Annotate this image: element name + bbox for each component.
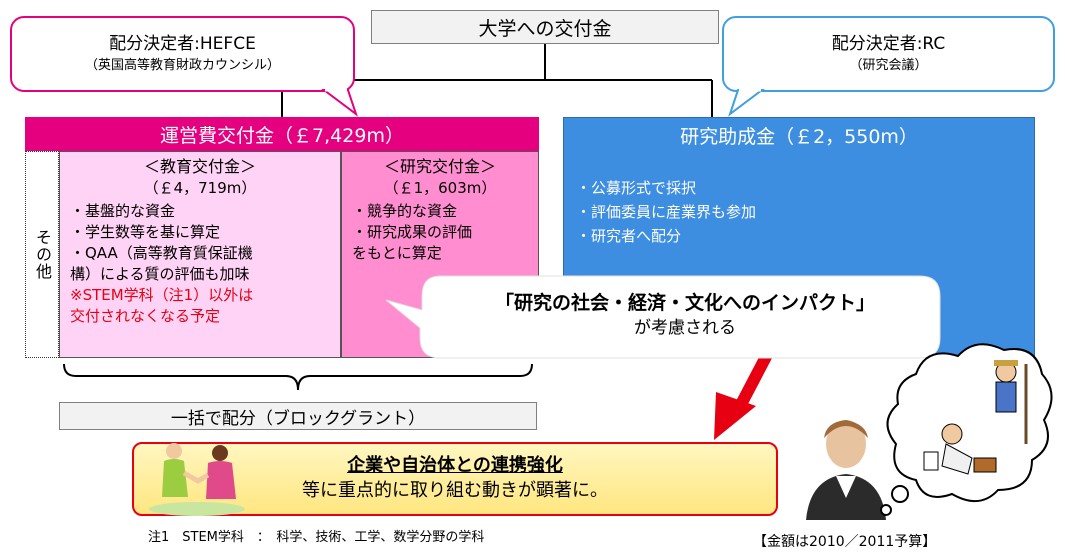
research-item: ・競争的な資金 (352, 202, 458, 220)
footnote: 注1 STEM学科 ： 科学、技術、工学、数学分野の学科 (148, 530, 485, 545)
university-grant-label: 大学への交付金 (478, 17, 612, 40)
funding-item: ・公募形式で採択 (576, 179, 697, 197)
hefce-callout-tail (321, 88, 358, 117)
brace (63, 363, 533, 391)
other-column: その他 (25, 151, 59, 358)
rc-callout-tail (728, 88, 765, 117)
hefce-title: 配分決定者:HEFCE (109, 34, 256, 54)
operating-grant-title: 運営費交付金（￡7,429m） (160, 124, 404, 147)
rc-title: 配分決定者:RC (831, 34, 946, 54)
impact-line: 「研究の社会・経済・文化へのインパクト」 (494, 292, 875, 314)
research-item: をもとに算定 (352, 244, 442, 262)
education-item: ・基盤的な資金 (70, 202, 176, 220)
education-item: ・QAA（高等教育質保証機 (70, 244, 253, 262)
block-grant-label: 一括で配分（ブロックグラント） (170, 408, 426, 429)
budget-note: 【金額は2010／2011予算】 (753, 534, 937, 550)
research-grant-title: ＜研究交付金＞ (383, 157, 496, 176)
businesswoman-photo (786, 408, 906, 520)
operating-grant-header: 運営費交付金（￡7,429m） (25, 117, 539, 151)
thought-cloud-illustration (880, 343, 1053, 516)
education-grant-block: ＜教育交付金＞ （￡4，719m） ・基盤的な資金 ・学生数等を基に算定 ・QA… (59, 151, 341, 358)
impact-bubble-text: 「研究の社会・経済・文化へのインパクト」 が考慮される (432, 276, 938, 354)
impact-considered-line: が考慮される (634, 318, 736, 338)
partnership-heading: 企業や自治体との連携強化 (347, 455, 563, 476)
hefce-callout: 配分決定者:HEFCE （英国高等教育財政カウンシル） (10, 16, 355, 92)
hefce-subtitle: （英国高等教育財政カウンシル） (84, 58, 280, 73)
research-funding-items: ・公募形式で採択 ・評価委員に産業界も参加 ・研究者へ配分 (576, 176, 756, 248)
education-grant-amount: （￡4，719m） (143, 179, 257, 197)
rc-subtitle: （研究会議） (849, 58, 928, 73)
research-grant-amount: （￡1，603m） (383, 179, 497, 197)
speech-bubble (385, 275, 941, 359)
stem-note-line: ※STEM学科（注1）以外は (70, 286, 254, 304)
education-item: ・学生数等を基に算定 (70, 223, 221, 241)
university-grant-box: 大学への交付金 (371, 10, 719, 44)
rc-callout: 配分決定者:RC （研究会議） (722, 16, 1055, 92)
research-item: ・研究成果の評価 (352, 223, 473, 241)
handshake-illustration (149, 443, 245, 516)
education-item: 構）による質の評価も加味 (70, 265, 250, 283)
stem-note-line: 交付されなくなる予定 (70, 307, 221, 325)
block-grant-box: 一括で配分（ブロックグラント） (59, 402, 537, 430)
research-funding-title: 研究助成金（￡2，550m） (680, 125, 918, 148)
funding-item: ・評価委員に産業界も参加 (576, 203, 757, 221)
partnership-box: 企業や自治体との連携強化 等に重点的に取り組む動きが顕著に。 (132, 442, 778, 516)
partnership-text: 等に重点的に取り組む動きが顕著に。 (302, 480, 608, 501)
other-label: その他 (33, 229, 52, 280)
education-grant-title: ＜教育交付金＞ (143, 157, 256, 176)
funding-item: ・研究者へ配分 (576, 227, 682, 245)
